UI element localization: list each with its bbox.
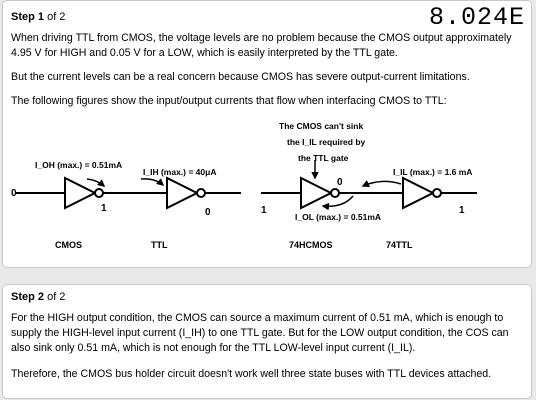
step-2-paragraph-1: For the HIGH output condition, the CMOS … — [11, 312, 509, 354]
ioh-arrow — [86, 178, 106, 187]
note-line-2: the I_IL required by — [287, 137, 366, 147]
step-2-paragraph-2: Therefore, the CMOS bus holder circuit d… — [11, 368, 492, 380]
74ttl-caption: 74TTL — [386, 240, 413, 250]
cmos-gate-bubble — [94, 188, 104, 198]
left-circuit: I_OH (max.) = 0.51mA I_IH (max.) = 40μA … — [11, 160, 241, 250]
cmos-gate-triangle — [64, 176, 98, 210]
74ttl-gate-triangle — [402, 176, 436, 210]
iih-arrow — [140, 178, 165, 186]
74hcmos-gate-triangle — [300, 176, 334, 210]
step-1-paragraph-1: When driving TTL from CMOS, the voltage … — [11, 32, 512, 59]
74hcmos-gate-bubble — [330, 188, 340, 198]
step-1-label: Step 1 of 2 — [11, 11, 66, 23]
ttl-caption: TTL — [151, 240, 168, 250]
ioh-label: I_OH (max.) = 0.51mA — [35, 160, 122, 170]
step-1-paragraph-2: But the current levels can be a real con… — [11, 71, 470, 83]
74ttl-gate-bubble — [432, 188, 442, 198]
right-input-bit: 1 — [261, 205, 267, 216]
cmos-ttl-current-figure: I_OH (max.) = 0.51mA I_IH (max.) = 40μA … — [11, 121, 477, 250]
right-output-bit: 1 — [459, 205, 465, 216]
cmos-caption: CMOS — [55, 240, 82, 250]
left-input-bit: 0 — [11, 188, 17, 199]
74hcmos-caption: 74HCMOS — [289, 240, 333, 250]
iih-label: I_IH (max.) = 40μA — [143, 167, 216, 177]
step-1-card: Step 1 of 2 8.024E When driving TTL from… — [2, 0, 532, 268]
left-mid-bit: 1 — [101, 203, 107, 214]
iil-label: I_IL (max.) = 1.6 mA — [393, 167, 472, 177]
iol-arrow — [321, 195, 354, 211]
note-line-3: the TTL gate — [298, 153, 349, 163]
note-line-1: The CMOS can't sink — [279, 121, 363, 131]
step-2-card: Step 2 of 2 For the HIGH output conditio… — [2, 284, 532, 399]
problem-id: 8.024E — [428, 3, 525, 32]
iol-label: I_OL (max.) = 0.51mA — [295, 212, 381, 222]
right-circuit: The CMOS can't sink the I_IL required by… — [261, 121, 477, 250]
left-output-bit: 0 — [205, 207, 211, 218]
right-mid-bit: 0 — [337, 177, 343, 188]
iil-arrow — [361, 180, 402, 187]
ttl-gate-bubble — [196, 188, 206, 198]
ttl-gate-triangle — [166, 176, 200, 210]
step-1-paragraph-3: The following figures show the input/out… — [11, 95, 447, 107]
step-2-label: Step 2 of 2 — [11, 291, 66, 303]
